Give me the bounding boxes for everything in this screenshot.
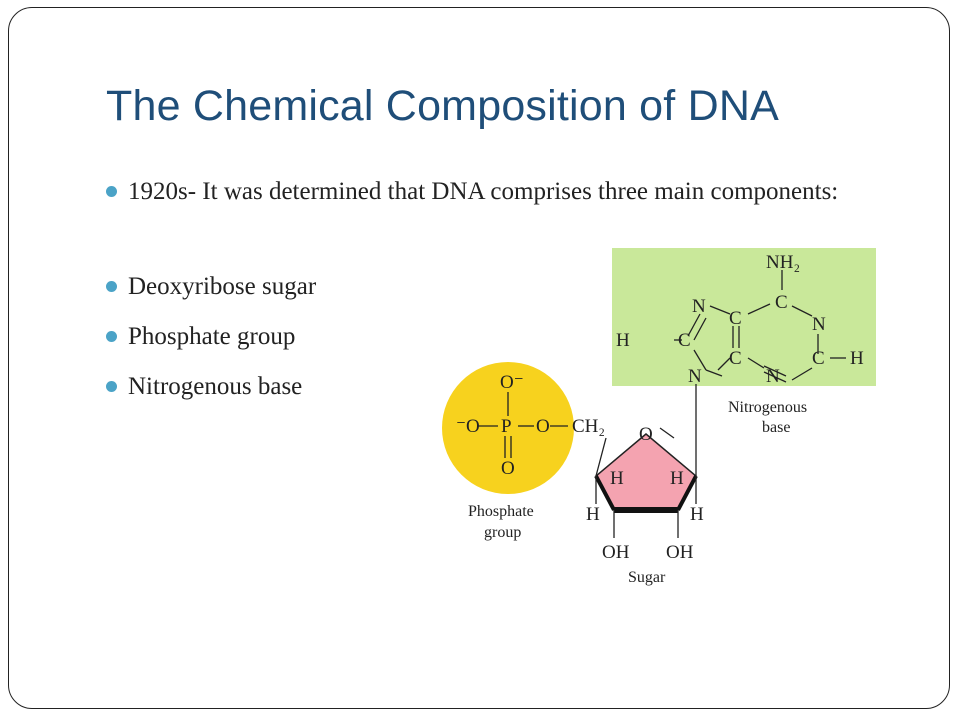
atom-oh-right: OH bbox=[666, 542, 694, 563]
sugar-label: Sugar bbox=[628, 569, 666, 586]
sugar-left-bold-edge bbox=[594, 475, 616, 511]
nucleotide-diagram: O⁻ ⁻O P O O CH₂ O H H H H OH OH NH₂ C N … bbox=[442, 248, 876, 586]
atom-c-base-left: C bbox=[678, 330, 691, 351]
atom-o-bottom: O bbox=[501, 458, 515, 479]
atom-h-left: H bbox=[610, 468, 624, 489]
atom-h-low-left: H bbox=[586, 504, 600, 525]
atom-o-minus-left: ⁻O bbox=[456, 416, 480, 437]
atom-oh-left: OH bbox=[602, 542, 630, 563]
bullet-phosphate: Phosphate group bbox=[104, 319, 884, 354]
atom-h-base-left: H bbox=[616, 330, 630, 351]
atom-n-lower-mid: N bbox=[766, 366, 780, 387]
atom-p: P bbox=[501, 416, 512, 437]
phosphate-circle bbox=[442, 362, 574, 494]
atom-c-mid-upper: C bbox=[729, 308, 742, 329]
atom-n-lower-left: N bbox=[688, 366, 702, 387]
atom-o-right: O bbox=[536, 416, 550, 437]
bullet-sugar: Deoxyribose sugar bbox=[104, 269, 884, 304]
bullet-list: 1920s- It was determined that DNA compri… bbox=[104, 174, 884, 404]
bullet-intro: 1920s- It was determined that DNA compri… bbox=[104, 174, 888, 209]
atom-ch2: CH₂ bbox=[572, 416, 605, 437]
atom-ring-o: O bbox=[639, 424, 653, 445]
phosphate-bonds bbox=[478, 384, 697, 538]
slide-title: The Chemical Composition of DNA bbox=[106, 82, 779, 130]
base-label-line1: Nitrogenous bbox=[728, 399, 807, 416]
base-label-line2: base bbox=[762, 419, 790, 436]
phosphate-label-line1: Phosphate bbox=[468, 503, 534, 520]
atom-nh2: NH₂ bbox=[766, 252, 800, 273]
atom-o-minus-top: O⁻ bbox=[500, 372, 524, 393]
atom-c-top: C bbox=[775, 292, 788, 313]
sugar-right-bold-edge bbox=[676, 475, 698, 511]
atom-c-base-right: C bbox=[812, 348, 825, 369]
atom-n-upper-left: N bbox=[692, 296, 706, 317]
atom-h-right: H bbox=[670, 468, 684, 489]
bullet-base: Nitrogenous base bbox=[104, 369, 884, 404]
atom-n-right: N bbox=[812, 314, 826, 335]
base-bonds bbox=[674, 270, 846, 383]
base-background bbox=[612, 248, 876, 386]
phosphate-label-line2: group bbox=[484, 524, 521, 541]
atom-h-low-right: H bbox=[690, 504, 704, 525]
atom-c-mid-lower: C bbox=[729, 348, 742, 369]
atom-h-base-right: H bbox=[850, 348, 864, 369]
